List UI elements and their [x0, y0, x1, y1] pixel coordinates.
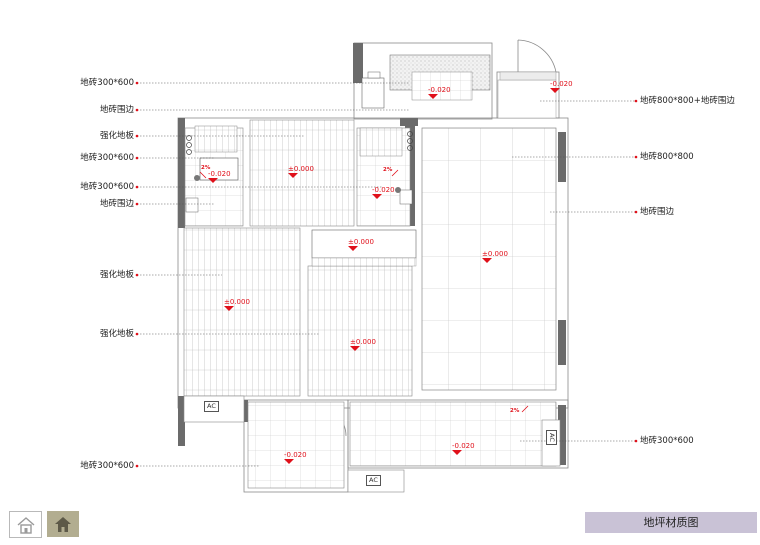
- home-icon: [55, 517, 71, 532]
- label-tile-border: 地砖围边: [640, 207, 675, 217]
- slope-mark: 2%: [201, 165, 211, 171]
- label-tile-800x800: 地砖800*800: [640, 152, 694, 162]
- label-laminate-floor: 强化地板: [99, 329, 134, 339]
- elevation-mark: ±0.000: [348, 238, 374, 251]
- elevation-mark: ±0.000: [482, 250, 508, 263]
- home-icon: [17, 516, 34, 534]
- label-tile-800x800-border: 地砖800*800+地砖围边: [640, 96, 735, 106]
- label-floor-tile-300x600: 地砖300*600: [80, 153, 134, 163]
- elevation-mark: -0.020: [208, 170, 231, 183]
- label-floor-tile-300x600: 地砖300*600: [80, 461, 134, 471]
- elevation-mark: ±0.000: [288, 165, 314, 178]
- label-floor-tile-300x600: 地砖300*600: [640, 436, 694, 446]
- elevation-mark: -0.020: [372, 186, 395, 199]
- home-button-active[interactable]: [47, 511, 79, 537]
- ac-unit: AC: [546, 430, 557, 445]
- label-tile-border: 地砖围边: [99, 105, 134, 115]
- slope-mark: 2%: [383, 167, 393, 173]
- ac-unit: AC: [204, 401, 219, 412]
- label-laminate-floor: 强化地板: [99, 131, 134, 141]
- label-tile-border: 地砖围边: [99, 199, 134, 209]
- elevation-mark: ±0.000: [224, 298, 250, 311]
- elevation-mark: -0.020: [452, 442, 475, 455]
- slope-mark: 2%: [510, 408, 520, 414]
- label-floor-tile-300x600: 地砖300*600: [80, 78, 134, 88]
- page-title: 地坪材质图: [585, 512, 757, 533]
- ac-unit: AC: [366, 475, 381, 486]
- elevation-mark: -0.020: [284, 451, 307, 464]
- elevation-mark: -0.020: [550, 80, 573, 93]
- elevation-mark: -0.020: [428, 86, 451, 99]
- elevation-mark: ±0.000: [350, 338, 376, 351]
- label-laminate-floor: 强化地板: [99, 270, 134, 280]
- home-button[interactable]: [9, 511, 42, 538]
- label-floor-tile-300x600: 地砖300*600: [80, 182, 134, 192]
